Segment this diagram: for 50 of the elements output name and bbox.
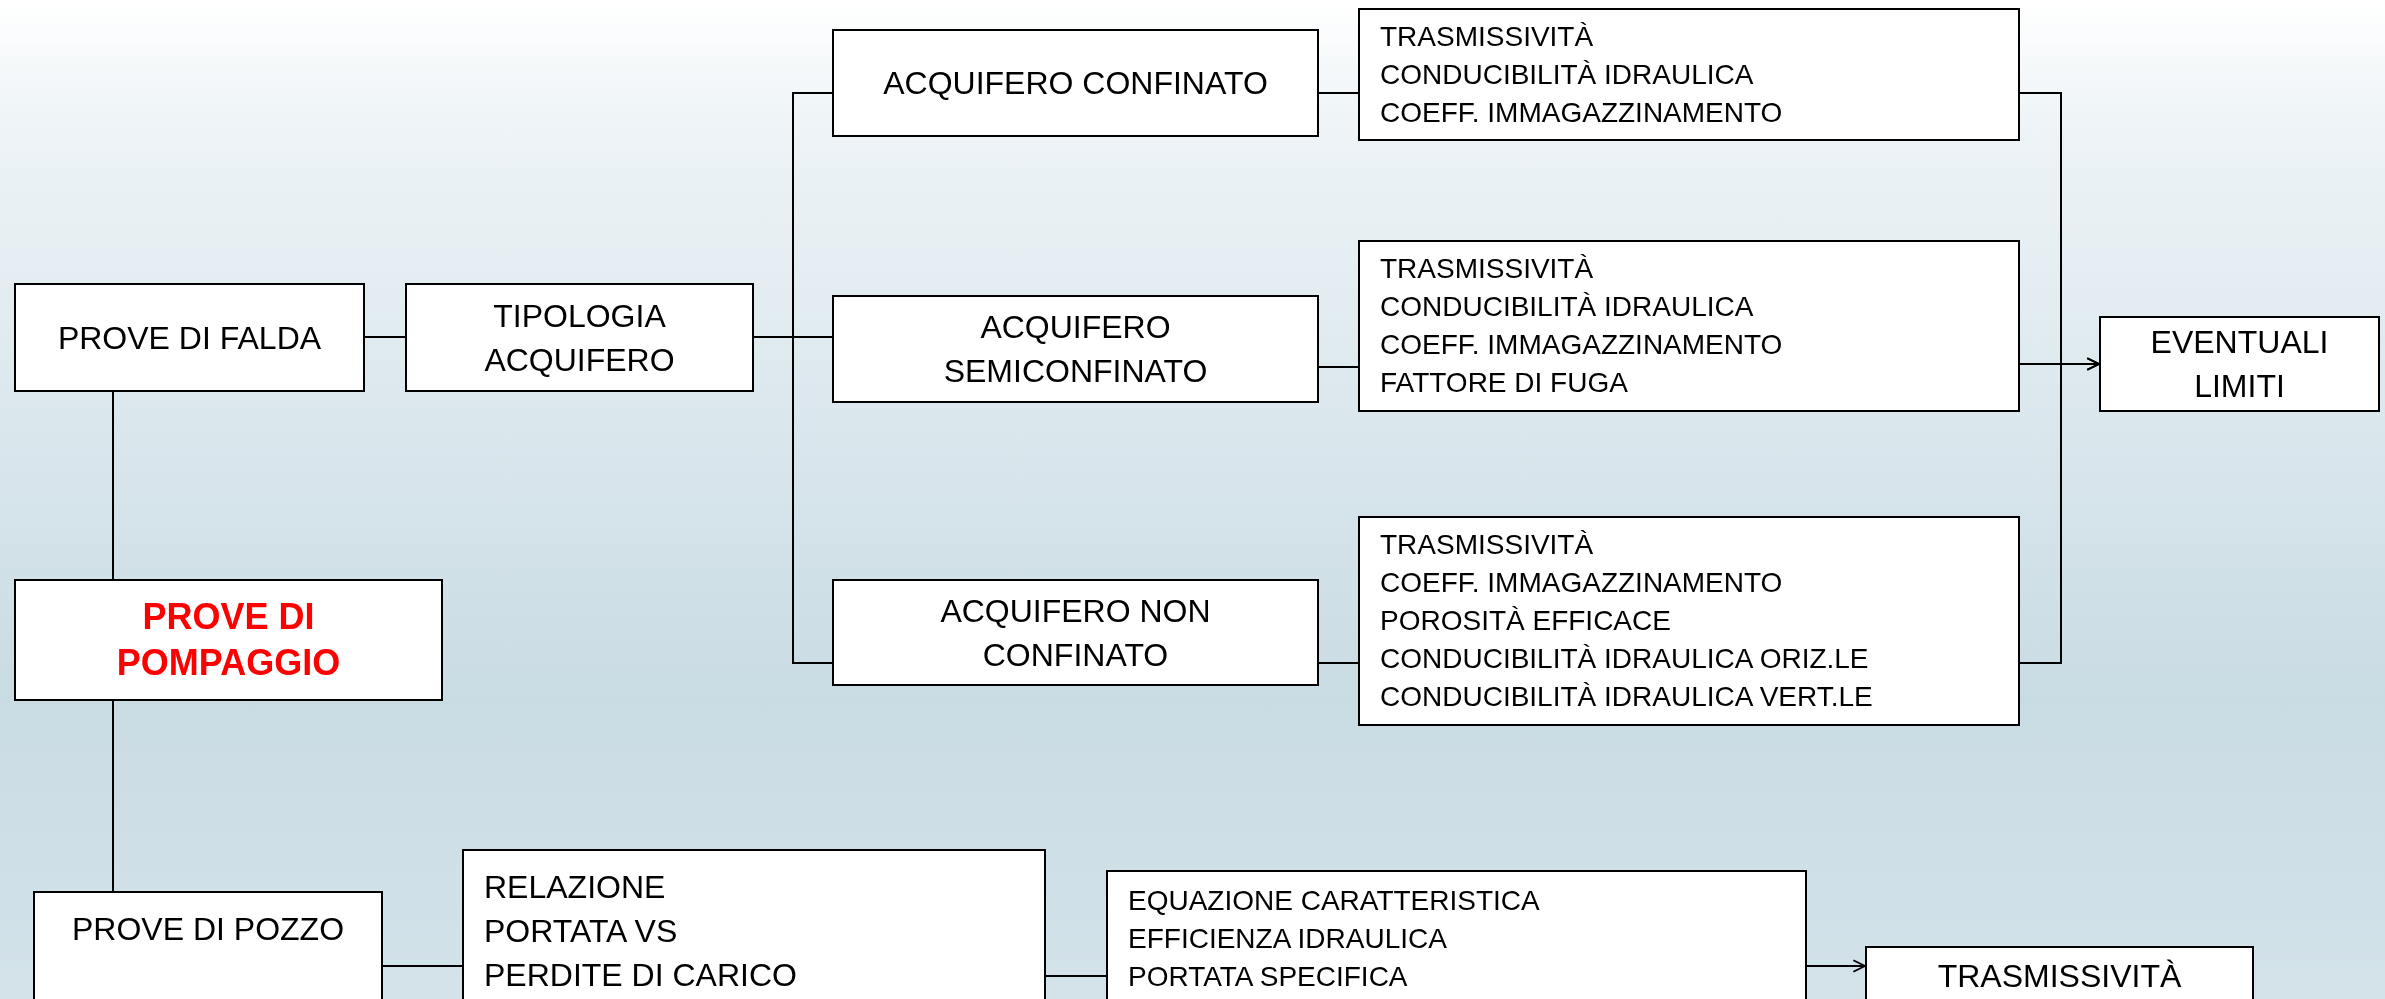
process-box — [462, 849, 1046, 999]
connector-line — [112, 700, 114, 892]
process-box — [832, 579, 1319, 686]
parameter-box — [1358, 516, 2020, 726]
parameter-text: TRASMISSIVITÀ — [1380, 252, 1594, 286]
parameter-text: CONDUCIBILITÀ IDRAULICA VERT.LE — [1380, 680, 1873, 714]
connector-line — [1045, 975, 1107, 977]
box-label: RELAZIONE — [484, 868, 666, 907]
process-box — [832, 295, 1319, 403]
box-label: ACQUIFERO NON CONFINATO — [939, 591, 1212, 675]
connector-line — [112, 391, 114, 580]
parameter-text: COEFF. IMMAGAZZINAMENTO — [1380, 95, 1783, 130]
parameter-text: TRASMISSIVITÀ — [1380, 19, 1594, 54]
parameter-text: CONDUCIBILITÀ IDRAULICA — [1380, 290, 1754, 324]
box-label: TIPOLOGIA ACQUIFERO — [483, 296, 676, 380]
process-box — [2099, 316, 2380, 412]
parameter-text: EQUAZIONE CARATTERISTICA — [1128, 884, 1540, 918]
box-label: ACQUIFERO CONFINATO — [883, 64, 1268, 103]
connector-line — [1318, 366, 1359, 368]
connector-line — [1318, 92, 1359, 94]
box-label: TRASMISSIVITÀ — [1937, 957, 2182, 996]
parameter-text: COEFF. IMMAGAZZINAMENTO — [1380, 328, 1783, 362]
connector-line — [1806, 959, 1866, 973]
parameter-box — [1106, 870, 1807, 999]
parameter-text: POROSITÀ EFFICACE — [1380, 604, 1671, 638]
parameter-text: CONDUCIBILITÀ IDRAULICA ORIZ.LE — [1380, 642, 1869, 676]
connector-line — [2019, 357, 2100, 664]
process-box — [14, 283, 365, 392]
box-label: ACQUIFERO SEMICONFINATO — [942, 308, 1209, 391]
connector-line — [1318, 662, 1359, 664]
box-label: PORTATA VS — [484, 912, 678, 951]
parameter-text: TRASMISSIVITÀ — [1380, 528, 1594, 562]
parameter-text: CONDUCIBILITÀ IDRAULICA — [1380, 57, 1754, 92]
box-label: EVENTUALI LIMITI — [2149, 323, 2330, 406]
parameter-text: EFFICIENZA IDRAULICA — [1128, 922, 1447, 956]
box-label: PROVE DI FALDA — [57, 318, 322, 358]
parameter-text: PORTATA SPECIFICA — [1128, 960, 1408, 994]
process-box — [33, 891, 383, 999]
process-box — [832, 29, 1319, 137]
box-label: PROVE DI POMPAGGIO — [115, 595, 342, 685]
process-box — [405, 283, 754, 392]
box-label: PROVE DI POZZO — [72, 910, 344, 949]
parameter-box — [1358, 240, 2020, 412]
parameter-text: FATTORE DI FUGA — [1380, 366, 1628, 400]
connector-line — [364, 336, 406, 338]
connector-line — [382, 965, 463, 967]
box-label: PERDITE DI CARICO — [484, 956, 797, 995]
parameter-box — [1358, 8, 2020, 141]
parameter-text: COEFF. IMMAGAZZINAMENTO — [1380, 566, 1783, 600]
process-box — [14, 579, 443, 701]
